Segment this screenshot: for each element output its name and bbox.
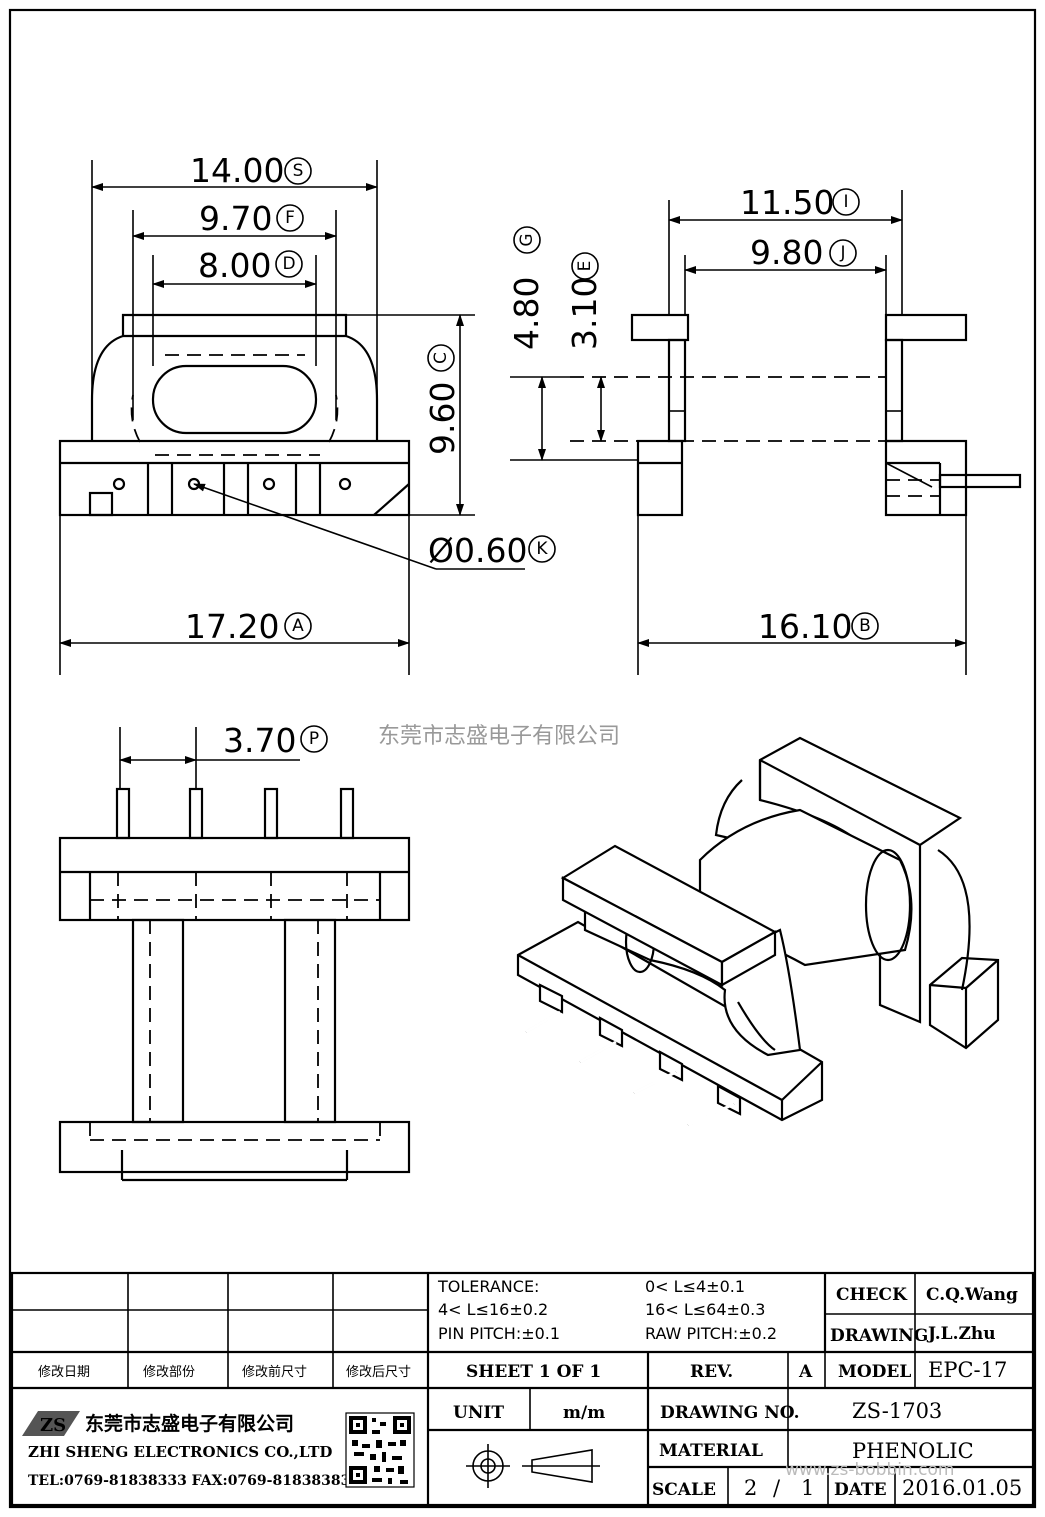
- dim-a-tag-circle: [284, 612, 312, 640]
- dim-j-value: 9.80: [750, 233, 823, 272]
- company-logo: ZS: [22, 1411, 80, 1436]
- watermark-url: www.zs-bobbin.com: [785, 1460, 954, 1480]
- dim-s-tag-circle: [284, 157, 312, 185]
- dim-p-value: 3.70: [223, 721, 296, 760]
- title-block: TOLERANCE: 0< L≤4±0.1 4< L≤16±0.2 16< L≤…: [10, 1271, 1035, 1507]
- dim-c-tag: C: [431, 352, 451, 364]
- dim-i-tag: I: [843, 192, 848, 212]
- dim-e-tag: E: [575, 261, 595, 272]
- raw-pitch: RAW PITCH:±0.2: [645, 1324, 777, 1343]
- dim-c-tag-circle: [427, 344, 455, 372]
- dim-g-tag-circle: [513, 226, 541, 254]
- dim-s-value: 14.00: [190, 151, 284, 190]
- rev-header-after: 修改后尺寸: [346, 1365, 411, 1380]
- tolerance-range-2: 4< L≤16±0.2: [438, 1300, 548, 1319]
- material-value: PHENOLIC: [852, 1439, 974, 1463]
- isometric-view: [516, 736, 1000, 1127]
- company-name-cn: 东莞市志盛电子有限公司: [85, 1412, 294, 1435]
- front-dimensions: [59, 160, 525, 675]
- scale-denominator: 1: [801, 1476, 814, 1500]
- unit-label: UNIT: [453, 1403, 504, 1423]
- dim-k-tag-circle: [528, 535, 556, 563]
- dim-b-tag-circle: [851, 612, 879, 640]
- dim-b-tag: B: [859, 616, 871, 636]
- watermark-text: 东莞市志盛电子有限公司: [378, 724, 620, 749]
- rev-header-part: 修改部份: [143, 1365, 195, 1380]
- dim-a-value: 17.20: [185, 607, 279, 646]
- rev-header-before: 修改前尺寸: [242, 1364, 307, 1380]
- dim-f-tag-circle: [276, 204, 304, 232]
- tolerance-label: TOLERANCE:: [437, 1277, 539, 1296]
- tolerance-range-1: 0< L≤4±0.1: [645, 1277, 745, 1296]
- drawing-value: J.L.Zhu: [926, 1324, 996, 1344]
- rev-header-date: 修改日期: [38, 1365, 90, 1380]
- date-label: DATE: [834, 1480, 887, 1500]
- qr-code-icon: [345, 1412, 415, 1488]
- rev-label: REV.: [690, 1362, 733, 1382]
- dim-c-value: 9.60: [423, 382, 462, 455]
- check-label: CHECK: [836, 1285, 908, 1305]
- bottom-view: [58, 727, 411, 1182]
- scale-numerator: 2: [744, 1476, 757, 1500]
- drawing-no-label: DRAWING NO.: [660, 1403, 800, 1423]
- dim-i-value: 11.50: [740, 183, 834, 222]
- dim-e-tag-circle: [571, 252, 599, 280]
- pin-pitch: PIN PITCH:±0.1: [438, 1324, 560, 1343]
- model-value: EPC-17: [928, 1358, 1007, 1382]
- projection-symbol-icon: [466, 1444, 600, 1488]
- dim-g-value: 4.80: [507, 277, 546, 350]
- sheet-border: [8, 8, 1037, 1509]
- company-name-en: ZHI SHENG ELECTRONICS CO.,LTD: [28, 1443, 332, 1461]
- sheet-number: SHEET 1 OF 1: [466, 1362, 601, 1382]
- dim-p-tag-circle: [300, 725, 328, 753]
- dim-e-value: 3.10: [565, 277, 604, 350]
- dim-a-tag: A: [292, 616, 304, 636]
- dim-k-tag: K: [536, 539, 548, 559]
- material-label: MATERIAL: [659, 1441, 763, 1461]
- dim-i-tag-circle: [832, 188, 860, 216]
- company-logo-text: ZS: [40, 1415, 66, 1436]
- side-view: [570, 313, 1022, 517]
- dim-f-tag: F: [285, 208, 295, 228]
- drawing-label: DRAWING: [830, 1326, 928, 1346]
- dim-f-value: 9.70: [199, 199, 272, 238]
- rev-value: A: [798, 1362, 813, 1382]
- front-view: [58, 300, 411, 517]
- tolerance-range-3: 16< L≤64±0.3: [645, 1300, 765, 1319]
- scale-separator: /: [773, 1476, 781, 1500]
- dim-g-tag: G: [517, 233, 537, 246]
- dim-d-value: 8.00: [198, 246, 271, 285]
- dim-d-tag: D: [282, 254, 295, 274]
- dim-d-tag-circle: [275, 250, 303, 278]
- check-value: C.Q.Wang: [926, 1285, 1018, 1305]
- side-dimensions: [510, 190, 967, 675]
- dim-j-tag: J: [839, 243, 845, 263]
- drawing-no-value: ZS-1703: [852, 1399, 942, 1423]
- scale-label: SCALE: [652, 1480, 716, 1500]
- dim-k-value: Ø0.60: [428, 531, 527, 570]
- dim-j-tag-circle: [829, 239, 857, 267]
- dim-s-tag: S: [293, 161, 304, 181]
- dimension-labels: 14.00 S 9.70 F 8.00 D 4.80 G 3.10 E 9.60…: [185, 151, 879, 760]
- dim-b-value: 16.10: [758, 607, 852, 646]
- unit-value: m/m: [563, 1403, 605, 1423]
- dim-p-tag: P: [309, 729, 319, 749]
- date-value: 2016.01.05: [902, 1476, 1022, 1500]
- company-phone-fax: TEL:0769-81838333 FAX:0769-81838383: [28, 1473, 350, 1489]
- model-label: MODEL: [838, 1362, 911, 1382]
